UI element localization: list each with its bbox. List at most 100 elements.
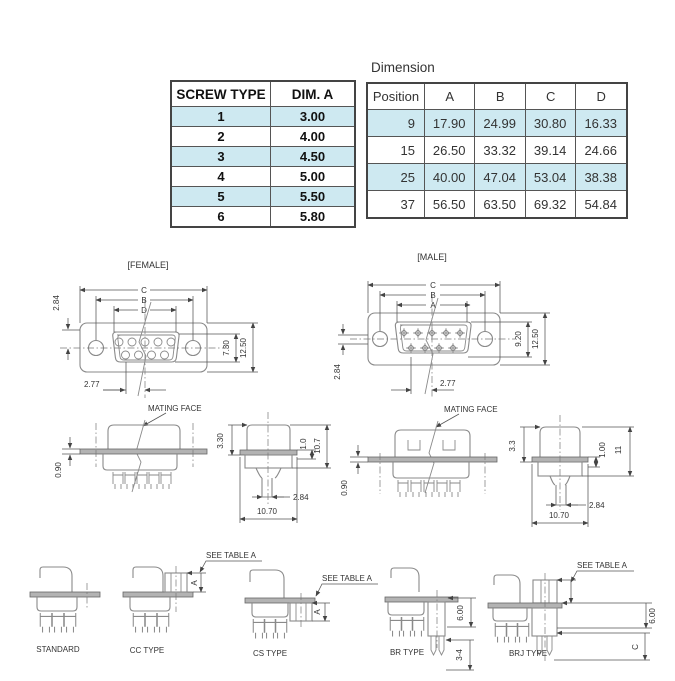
table-cell: 5.00 xyxy=(270,166,356,187)
male-side-views: MATING FACE 0.90 3.3 xyxy=(340,405,634,527)
dim-label-c: C xyxy=(430,281,436,290)
flange-bar xyxy=(239,449,298,456)
column-header: C xyxy=(524,82,577,110)
female-d-shell xyxy=(112,331,180,363)
type-label: STANDARD xyxy=(36,645,80,654)
flange-bar xyxy=(384,596,459,603)
table-cell: 4.00 xyxy=(270,126,356,147)
dim-body-width: 10.70 xyxy=(257,507,278,516)
dim-total-depth: 10.7 xyxy=(313,438,322,454)
dim-female-left: 2.84 xyxy=(52,295,61,311)
table-cell: 5.80 xyxy=(270,206,356,228)
flange-bar xyxy=(367,456,498,463)
dimension-table-title: Dimension xyxy=(371,60,435,75)
dim-label-b: B xyxy=(141,296,146,305)
type-label: BRJ TYPE xyxy=(509,649,547,658)
dim-label-d: D xyxy=(141,306,147,315)
dim-lip: 1.00 xyxy=(598,442,607,458)
see-table-a-note: SEE TABLE A xyxy=(322,574,373,583)
table-cell: 4.50 xyxy=(270,146,356,167)
male-solder-cups xyxy=(397,479,461,498)
flange-bar xyxy=(244,597,316,604)
dim-label-c: C xyxy=(141,286,147,295)
dim-male-inner-height: 9.20 xyxy=(514,331,523,347)
dim-total-depth: 11 xyxy=(614,445,623,454)
dim-female-outer-height: 12.50 xyxy=(239,337,248,358)
dim-male-outer-height: 12.50 xyxy=(531,328,540,349)
female-view-title: [FEMALE] xyxy=(127,260,168,270)
table-cell: 30.80 xyxy=(524,109,577,137)
dim-label-b: B xyxy=(430,291,435,300)
table-cell: 39.14 xyxy=(524,136,577,164)
flange-bar xyxy=(122,591,194,598)
column-header: Position xyxy=(366,82,425,110)
type-brj: SEE TABLE A 6.00 C BRJ TYPE xyxy=(487,561,657,662)
dim-flange-thickness: 0.90 xyxy=(54,462,63,478)
type-label: CS TYPE xyxy=(253,649,287,658)
female-side-views: MATING FACE 0.90 3.30 1. xyxy=(54,404,331,523)
through-hole-pins xyxy=(430,636,445,657)
table-cell: 37 xyxy=(366,190,425,219)
type-label: BR TYPE xyxy=(390,648,424,657)
table-cell: 5 xyxy=(170,186,271,207)
dim-male-pitch: 2.77 xyxy=(440,379,456,388)
table-cell: 56.50 xyxy=(423,190,476,219)
dim-bracket-height: 6.00 xyxy=(456,605,465,621)
dim-female-pitch: 2.77 xyxy=(84,380,100,389)
table-cell: 1 xyxy=(170,106,271,127)
dim-insert-depth: 3.30 xyxy=(216,433,225,449)
table-cell: 25 xyxy=(366,163,425,191)
table-cell: 6 xyxy=(170,206,271,228)
table-cell: 3.00 xyxy=(270,106,356,127)
table-cell: 54.84 xyxy=(575,190,628,219)
flange-bar xyxy=(29,591,101,598)
dim-bracket-height: 6.00 xyxy=(648,608,657,624)
dim-pin-pitch: 2.84 xyxy=(589,501,605,510)
right-angle-bracket xyxy=(531,607,558,637)
dim-insert-depth: 3.3 xyxy=(508,440,517,452)
table-cell: 69.32 xyxy=(524,190,577,219)
table-cell: 5.50 xyxy=(270,186,356,207)
table-cell: 53.04 xyxy=(524,163,577,191)
dim-male-left: 2.84 xyxy=(333,364,342,380)
flange-bar xyxy=(79,448,208,455)
table-cell: 40.00 xyxy=(423,163,476,191)
table-cell: 63.50 xyxy=(474,190,526,219)
dim-pin-c: C xyxy=(631,644,640,650)
table-cell: 24.66 xyxy=(575,136,628,164)
type-cc: A SEE TABLE A CC TYPE xyxy=(122,551,262,655)
male-d-shell xyxy=(394,321,472,354)
table-cell: 24.99 xyxy=(474,109,526,137)
table-cell: 17.90 xyxy=(423,109,476,137)
table-cell: 47.04 xyxy=(474,163,526,191)
type-standard: STANDARD xyxy=(29,566,101,654)
dim-pin-length: 3-4 xyxy=(455,649,464,661)
male-view-title: [MALE] xyxy=(417,252,447,262)
column-header: D xyxy=(575,82,628,110)
type-cs: A SEE TABLE A CS TYPE xyxy=(244,569,378,658)
dim-label-a: A xyxy=(430,301,436,310)
type-label: CC TYPE xyxy=(130,646,165,655)
see-table-a-note: SEE TABLE A xyxy=(206,551,257,560)
right-angle-bracket xyxy=(427,601,446,637)
dim-flange-thickness: 0.90 xyxy=(340,480,349,496)
female-front-view: [FEMALE] C B D xyxy=(52,260,258,398)
dim-female-inner-height: 7.30 xyxy=(222,340,231,356)
table-cell: 38.38 xyxy=(575,163,628,191)
dim-body-width: 10.70 xyxy=(549,511,570,520)
dim-screw-a: A xyxy=(190,580,199,586)
column-header: A xyxy=(423,82,476,110)
see-table-a-note: SEE TABLE A xyxy=(577,561,628,570)
mating-face-label: MATING FACE xyxy=(444,405,498,414)
dim-lip: 1.0 xyxy=(299,438,308,450)
